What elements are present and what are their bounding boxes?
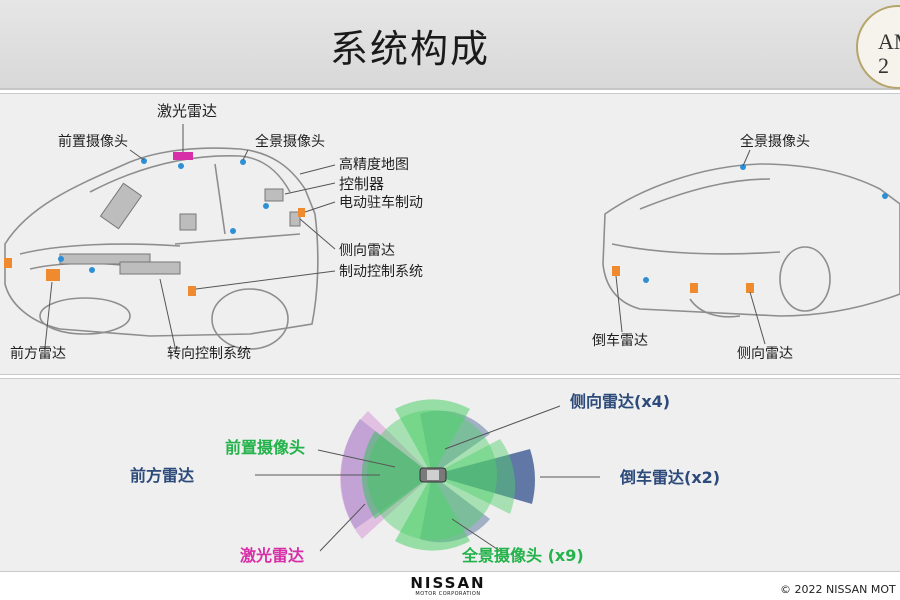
front-car-internals [60, 183, 300, 274]
coverage-label-reverse-radar: 倒车雷达(x2) [620, 469, 720, 487]
lidar-unit [173, 152, 193, 160]
label-side-radar-rear: 侧向雷达 [737, 346, 793, 362]
label-reverse-radar: 倒车雷达 [592, 333, 648, 349]
label-hd-map: 高精度地图 [339, 157, 409, 173]
coverage-label-lidar: 激光雷达 [240, 547, 304, 565]
label-surround-camera-front: 全景摄像头 [255, 134, 325, 150]
rear-car-outline [603, 164, 900, 317]
event-badge-logo: AM 2 [856, 5, 900, 89]
page-title: 系统构成 [0, 18, 820, 73]
label-epb: 电动驻车制动 [339, 195, 423, 211]
vehicle-layout-panel: 激光雷达 前置摄像头 全景摄像头 高精度地图 控制器 电动驻车制动 侧向雷达 制… [0, 93, 900, 375]
label-front-radar: 前方雷达 [10, 346, 66, 362]
label-controller: 控制器 [339, 176, 384, 192]
label-surround-camera-rear: 全景摄像头 [740, 134, 810, 150]
car-roof [427, 470, 439, 480]
label-lidar: 激光雷达 [157, 103, 217, 119]
logo-wordmark: NISSAN [393, 575, 503, 591]
badge-line-1: AM [878, 29, 900, 55]
copyright-text: © 2022 NISSAN MOT [780, 583, 896, 596]
coverage-label-side-radar: 侧向雷达(x4) [570, 393, 670, 411]
coverage-panel: 侧向雷达(x4) 前置摄像头 前方雷达 倒车雷达(x2) 激光雷达 全景摄像头 … [0, 378, 900, 572]
coverage-label-surround-camera: 全景摄像头 (x9) [462, 547, 584, 565]
coverage-label-front-radar: 前方雷达 [130, 467, 194, 485]
coverage-label-front-camera: 前置摄像头 [225, 439, 305, 457]
badge-line-2: 2 [878, 53, 889, 79]
nissan-logo: NISSAN MOTOR CORPORATION [393, 575, 503, 597]
label-side-radar-front: 侧向雷达 [339, 243, 395, 259]
header-bar: 系统构成 AM 2 [0, 0, 900, 90]
label-brake-control: 制动控制系统 [339, 264, 423, 280]
front-car-outline [5, 148, 318, 349]
label-steering-control: 转向控制系统 [167, 346, 251, 362]
label-front-camera: 前置摄像头 [58, 134, 128, 150]
